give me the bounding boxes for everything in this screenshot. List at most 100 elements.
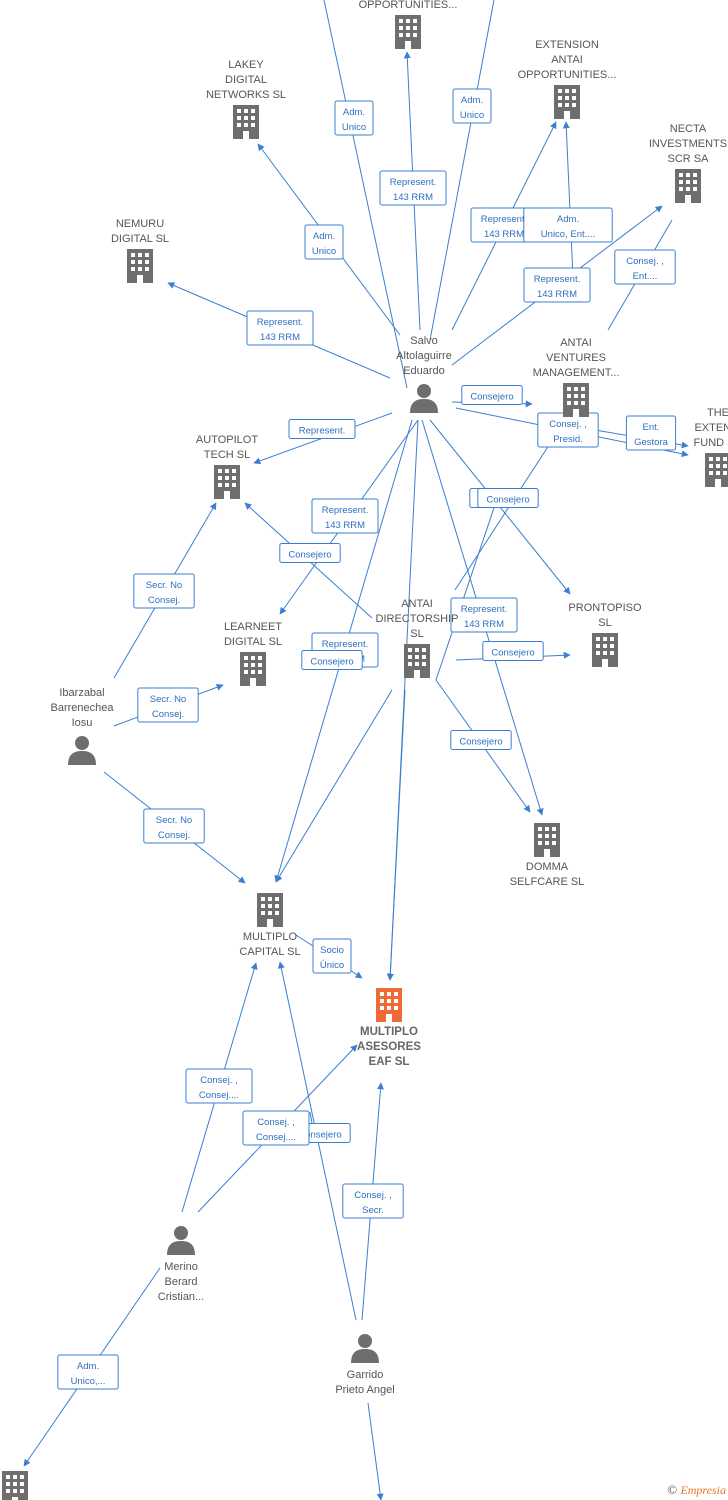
edge-label-box[interactable]: Consej. ,Presid. [537, 412, 599, 448]
node-label: Iosu [72, 717, 93, 729]
edge-label-box[interactable]: Consejero [461, 385, 523, 405]
edge-label-box[interactable]: Represent. [288, 419, 356, 439]
node-label: ANTAI [551, 54, 583, 66]
edge-label-box[interactable]: Represent.143 RRM [450, 597, 518, 633]
node-label: Prieto Angel [335, 1384, 394, 1396]
brand-logo[interactable]: Empresia [680, 1483, 726, 1497]
edge-line [386, 419, 419, 981]
node-label: OPPORTUNITIES... [518, 69, 617, 81]
node-label: VENTURES [546, 352, 606, 364]
edge-label-text: Presid. [553, 434, 583, 445]
edge-label-text: Consej. [158, 830, 190, 841]
node-opp-top[interactable]: OPPORTUNITIES... [359, 0, 458, 49]
node-label: ANTAI [560, 337, 592, 349]
edge-line [323, 0, 408, 389]
edge-label-text: Represent. [481, 214, 527, 225]
node-the-ext[interactable]: THEEXTENSIFUND SC [694, 407, 728, 487]
building-icon [233, 105, 259, 139]
node-antai-ventures[interactable]: ANTAI VENTURES MANAGEMENT... [533, 337, 620, 417]
edge-label-box[interactable]: Consej. , Ent.... [614, 249, 676, 285]
node-label: LEARNEET [224, 621, 282, 633]
edge-label-text: Secr. No [146, 580, 182, 591]
edge-label-box[interactable]: Consejero [301, 650, 363, 670]
edge-label-box[interactable]: Represent.143 RRM [379, 170, 447, 206]
edge-label-text: Adm. [343, 107, 365, 118]
edge-label-box[interactable]: Represent. 143 RRM [311, 498, 379, 534]
node-learneet[interactable]: LEARNEET DIGITAL SL [224, 621, 282, 686]
edge-label-text: Consej. , [354, 1190, 392, 1201]
edge-label-text: Ent. [643, 422, 660, 433]
edge-label-text: Consej.... [199, 1090, 239, 1101]
building-icon [240, 652, 266, 686]
node-label: SCR SA [668, 153, 710, 165]
node-label: OPPORTUNITIES... [359, 0, 458, 11]
edge-label-box[interactable]: Consejero [477, 488, 539, 508]
node-label: DIGITAL [225, 74, 267, 86]
edge-label-text: 143 RRM [325, 520, 365, 531]
edge-label-box[interactable]: Secr. No Consej. [143, 808, 205, 844]
edge-label-box[interactable]: Consej. ,Consej.... [185, 1068, 253, 1104]
edge-label-text: Adm. [77, 1361, 99, 1372]
node-label: DIGITAL SL [224, 636, 282, 648]
edge-label-box[interactable]: Consej. ,Consej.... [242, 1110, 310, 1146]
node-label: AUTOPILOT [196, 434, 258, 446]
person-icon [68, 736, 96, 765]
edge-label-box[interactable]: Represent.143 RRM [523, 267, 591, 303]
building-icon [554, 85, 580, 119]
edge-label-box[interactable]: Adm. Unico [334, 100, 374, 136]
edge-label-text: Consejero [459, 737, 502, 748]
node-extension[interactable]: EXTENSION ANTAI OPPORTUNITIES... [518, 39, 617, 119]
edge-label-box[interactable]: Ent.Gestora [625, 415, 677, 451]
edge-label-box[interactable]: Adm.Unico [452, 88, 492, 124]
building-icon [214, 465, 240, 499]
edge-label-text: Socio [320, 945, 344, 956]
node-label: Ibarzabal [59, 687, 104, 699]
edge-label-box[interactable]: Adm.Unico,... [57, 1354, 119, 1390]
footer: © Empresia [667, 1482, 726, 1498]
edge-label-text: 143 RRM [537, 289, 577, 300]
node-bottom-left[interactable] [2, 1471, 28, 1500]
edge-label-text: Ent.... [633, 271, 658, 282]
node-label: Berard [164, 1276, 197, 1288]
edge-label-box[interactable]: Adm.Unico [304, 224, 344, 260]
edge-label-text: Consej.... [256, 1132, 296, 1143]
edge-label-text: Unico [342, 122, 366, 133]
edge-label-text: Adm. [313, 231, 335, 242]
building-icon [2, 1471, 28, 1500]
edge-label-box[interactable]: Consejero [482, 641, 544, 661]
building-icon [257, 893, 283, 927]
node-label: EXTENSION [535, 39, 599, 51]
edge-label-text: Secr. No [156, 815, 192, 826]
node-label: MANAGEMENT... [533, 367, 620, 379]
node-merino[interactable]: MerinoBerardCristian... [158, 1226, 204, 1303]
edge-label-text: 143 RRM [484, 229, 524, 240]
edge-label-text: Consej. , [626, 256, 664, 267]
edge-label-text: Adm. [461, 95, 483, 106]
edge-label-box[interactable]: Adm.Unico, Ent.... [523, 207, 613, 243]
edge-label-text: Consejero [470, 392, 513, 403]
edge-label-box[interactable]: Consej. ,Secr. [342, 1183, 404, 1219]
edge-label-text: Represent. [322, 505, 368, 516]
edge-label-box[interactable]: Consejero [279, 543, 341, 563]
edge-label-box[interactable]: Represent.143 RRM [246, 310, 314, 346]
node-label: NETWORKS SL [206, 89, 286, 101]
node-label: PRONTOPISO [568, 602, 642, 614]
person-icon [351, 1334, 379, 1363]
edge-label-box[interactable]: Consejero [450, 730, 512, 750]
node-label: Eduardo [403, 365, 445, 377]
